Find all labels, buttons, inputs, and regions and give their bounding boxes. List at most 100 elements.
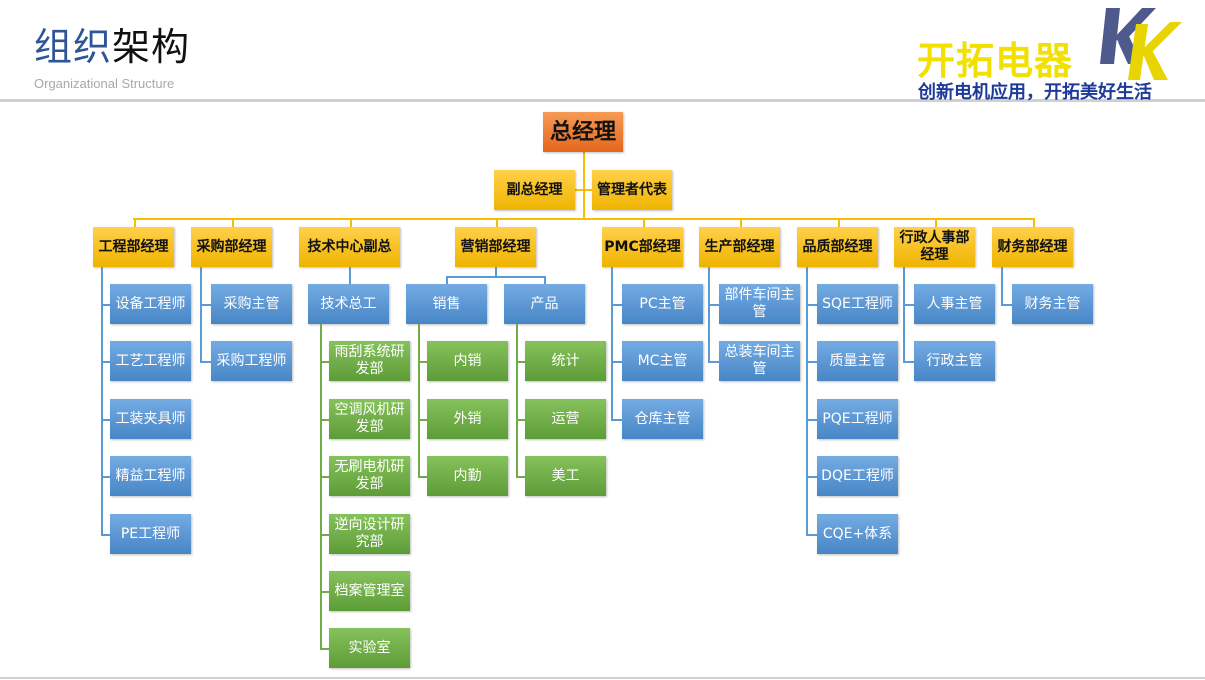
connector-line bbox=[349, 218, 352, 227]
node-unit[interactable]: 统计 bbox=[525, 341, 606, 381]
node-position[interactable]: 质量主管 bbox=[817, 341, 898, 381]
connector-line bbox=[446, 276, 545, 278]
node-position[interactable]: 销售 bbox=[406, 284, 487, 324]
connector-line bbox=[495, 218, 498, 227]
connector-line bbox=[806, 534, 817, 536]
connector-line bbox=[200, 304, 211, 306]
node-unit[interactable]: 逆向设计研究部 bbox=[329, 514, 410, 554]
node-unit[interactable]: 雨刮系统研发部 bbox=[329, 341, 410, 381]
node-position[interactable]: 技术总工 bbox=[308, 284, 389, 324]
connector-line bbox=[903, 304, 914, 306]
title-part1: 组织 bbox=[34, 25, 113, 69]
node-unit[interactable]: 无刷电机研发部 bbox=[329, 456, 410, 496]
connector-line bbox=[133, 218, 136, 227]
node-deputy[interactable]: 副总经理 bbox=[494, 170, 575, 210]
connector-line bbox=[708, 267, 710, 361]
node-position[interactable]: 总装车间主管 bbox=[719, 341, 800, 381]
node-department[interactable]: 品质部经理 bbox=[797, 227, 878, 267]
footer-divider bbox=[0, 677, 1205, 679]
connector-line bbox=[903, 267, 905, 361]
connector-line bbox=[320, 648, 329, 650]
connector-line bbox=[446, 276, 448, 284]
node-unit[interactable]: 档案管理室 bbox=[329, 571, 410, 611]
connector-line bbox=[934, 218, 937, 227]
connector-line bbox=[806, 267, 808, 534]
node-position[interactable]: 采购主管 bbox=[211, 284, 292, 324]
node-department[interactable]: 营销部经理 bbox=[455, 227, 536, 267]
connector-line bbox=[837, 218, 840, 227]
title-part2: 架构 bbox=[112, 25, 191, 69]
connector-line bbox=[806, 361, 817, 363]
node-position[interactable]: 财务主管 bbox=[1012, 284, 1093, 324]
node-position[interactable]: 行政主管 bbox=[914, 341, 995, 381]
node-position[interactable]: 仓库主管 bbox=[622, 399, 703, 439]
connector-line bbox=[320, 361, 329, 363]
node-unit[interactable]: 运营 bbox=[525, 399, 606, 439]
node-position[interactable]: 采购工程师 bbox=[211, 341, 292, 381]
connector-line bbox=[1001, 267, 1003, 304]
header-divider bbox=[0, 99, 1205, 102]
connector-line bbox=[200, 361, 211, 363]
connector-line bbox=[418, 476, 427, 478]
node-position[interactable]: 设备工程师 bbox=[110, 284, 191, 324]
connector-line bbox=[1032, 218, 1035, 227]
node-unit[interactable]: 内销 bbox=[427, 341, 508, 381]
connector-line bbox=[101, 476, 110, 478]
node-position[interactable]: 工装夹具师 bbox=[110, 399, 191, 439]
node-position[interactable]: 人事主管 bbox=[914, 284, 995, 324]
node-position[interactable]: 工艺工程师 bbox=[110, 341, 191, 381]
node-unit[interactable]: 实验室 bbox=[329, 628, 410, 668]
connector-line bbox=[739, 218, 742, 227]
node-unit[interactable]: 外销 bbox=[427, 399, 508, 439]
node-position[interactable]: PQE工程师 bbox=[817, 399, 898, 439]
connector-line bbox=[516, 324, 518, 477]
connector-line bbox=[806, 476, 817, 478]
connector-line bbox=[544, 276, 546, 284]
connector-line bbox=[320, 324, 322, 649]
node-department[interactable]: 生产部经理 bbox=[699, 227, 780, 267]
connector-line bbox=[349, 267, 351, 284]
node-department[interactable]: PMC部经理 bbox=[602, 227, 683, 267]
node-position[interactable]: 精益工程师 bbox=[110, 456, 191, 496]
node-department[interactable]: 技术中心副总 bbox=[299, 227, 400, 267]
connector-line bbox=[611, 304, 622, 306]
connector-line bbox=[516, 419, 525, 421]
connector-line bbox=[418, 361, 427, 363]
connector-line bbox=[806, 304, 817, 306]
node-position[interactable]: DQE工程师 bbox=[817, 456, 898, 496]
connector-line bbox=[101, 267, 103, 534]
connector-line bbox=[611, 361, 622, 363]
connector-line bbox=[320, 476, 329, 478]
node-position[interactable]: 部件车间主管 bbox=[719, 284, 800, 324]
node-department[interactable]: 行政人事部经理 bbox=[894, 227, 975, 267]
connector-line bbox=[200, 267, 202, 361]
connector-line bbox=[101, 304, 110, 306]
node-position[interactable]: PE工程师 bbox=[110, 514, 191, 554]
node-position[interactable]: SQE工程师 bbox=[817, 284, 898, 324]
node-unit[interactable]: 美工 bbox=[525, 456, 606, 496]
node-unit[interactable]: 空调风机研发部 bbox=[329, 399, 410, 439]
node-position[interactable]: CQE+体系 bbox=[817, 514, 898, 554]
node-department[interactable]: 采购部经理 bbox=[191, 227, 272, 267]
company-slogan: 创新电机应用，开拓美好生活 bbox=[918, 82, 1152, 103]
connector-line bbox=[575, 189, 592, 191]
connector-line bbox=[101, 534, 110, 536]
node-department[interactable]: 财务部经理 bbox=[992, 227, 1073, 267]
connector-line bbox=[418, 324, 420, 477]
node-unit[interactable]: 内勤 bbox=[427, 456, 508, 496]
connector-line bbox=[418, 419, 427, 421]
node-position[interactable]: PC主管 bbox=[622, 284, 703, 324]
connector-line bbox=[320, 534, 329, 536]
node-general-manager[interactable]: 总经理 bbox=[543, 112, 623, 152]
connector-line bbox=[903, 361, 914, 363]
node-department[interactable]: 工程部经理 bbox=[93, 227, 174, 267]
node-deputy[interactable]: 管理者代表 bbox=[592, 170, 672, 210]
connector-line bbox=[583, 152, 585, 218]
connector-line bbox=[708, 304, 719, 306]
node-position[interactable]: 产品 bbox=[504, 284, 585, 324]
node-position[interactable]: MC主管 bbox=[622, 341, 703, 381]
page-subtitle: Organizational Structure bbox=[34, 76, 175, 91]
connector-line bbox=[320, 591, 329, 593]
connector-line bbox=[642, 218, 645, 227]
connector-line bbox=[611, 419, 622, 421]
